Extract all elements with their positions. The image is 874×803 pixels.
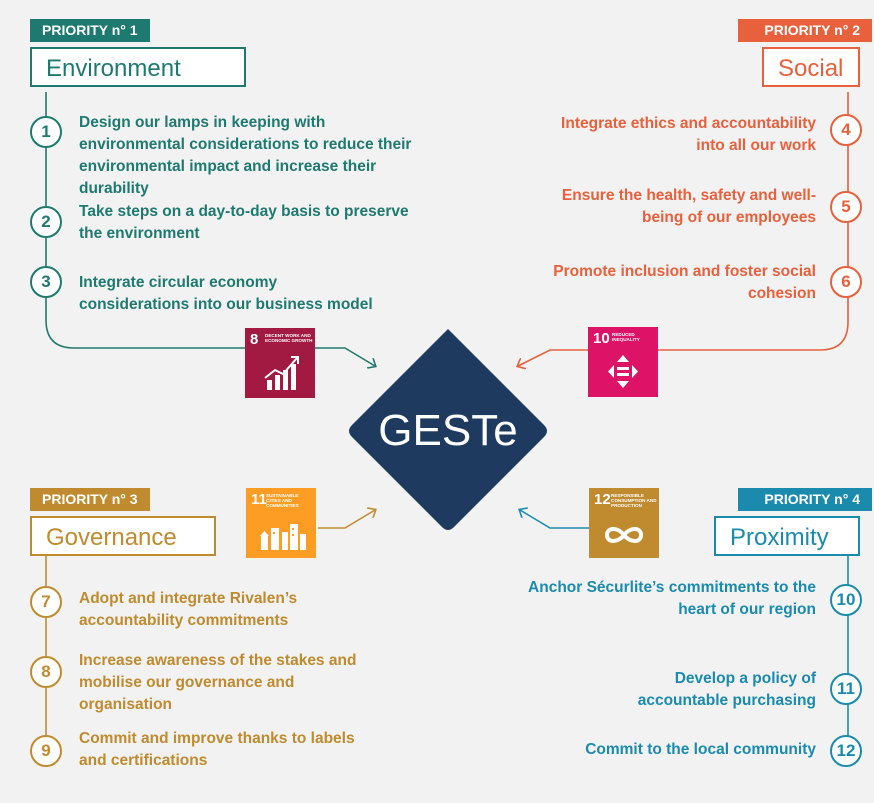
item-10-number: 10 bbox=[830, 584, 862, 616]
sdg-11-tile: 11 Sustainable cities and communities bbox=[246, 488, 316, 558]
geste-label: GESTe bbox=[378, 406, 518, 455]
item-9-text: Commit and improve thanks to labels and … bbox=[79, 730, 355, 769]
sdg-8-number: 8 bbox=[250, 331, 259, 348]
priority-3-title: Governance bbox=[30, 516, 216, 556]
sdg-10-tile: 10 Reduced inequality bbox=[588, 327, 658, 397]
priority-1-tag: PRIORITY n° 1 bbox=[30, 19, 150, 42]
connector-social bbox=[518, 92, 849, 366]
equality-arrows-icon bbox=[608, 355, 638, 388]
city-icon bbox=[260, 524, 306, 550]
priority-2-title: Social bbox=[762, 47, 860, 87]
item-6-text: Promote inclusion and foster social cohe… bbox=[553, 263, 816, 302]
infinity-icon bbox=[604, 527, 644, 543]
priority-3-tag: PRIORITY n° 3 bbox=[30, 488, 150, 511]
sdg-12-tile: 12 Responsible consumption and productio… bbox=[589, 488, 659, 558]
item-9-number: 9 bbox=[30, 735, 62, 767]
item-12-text: Commit to the local community bbox=[585, 741, 816, 758]
sdg-10-label: Reduced inequality bbox=[612, 332, 640, 343]
arrow-governance bbox=[318, 510, 375, 529]
priority-2-tag: PRIORITY n° 2 bbox=[738, 19, 872, 42]
priority-4-title: Proximity bbox=[714, 516, 860, 556]
item-3-number: 3 bbox=[30, 266, 62, 298]
item-4-text: Integrate ethics and accountability into… bbox=[561, 115, 816, 154]
item-5-number: 5 bbox=[830, 191, 862, 223]
item-2-number: 2 bbox=[30, 206, 62, 238]
item-2-text: Take steps on a day-to-day basis to pres… bbox=[79, 203, 409, 242]
item-11-text: Develop a policy of accountable purchasi… bbox=[637, 670, 816, 709]
sdg-12-number: 12 bbox=[594, 491, 611, 508]
item-1-text: Design our lamps in keeping with environ… bbox=[79, 114, 412, 197]
item-11-number: 11 bbox=[830, 673, 862, 705]
sdg-8-label: Decent work and economic growth bbox=[265, 333, 313, 344]
item-8-number: 8 bbox=[30, 656, 62, 688]
sdg-12-label: Responsible consumption and production bbox=[611, 493, 657, 509]
geste-diamond bbox=[349, 329, 547, 530]
item-7-number: 7 bbox=[30, 586, 62, 618]
item-10-text: Anchor Sécurlite’s commitments to the he… bbox=[528, 579, 816, 618]
sdg-10-number: 10 bbox=[593, 330, 610, 347]
item-3-text: Integrate circular economy consideration… bbox=[79, 274, 373, 313]
item-4-number: 4 bbox=[830, 114, 862, 146]
arrow-proximity bbox=[520, 510, 590, 529]
item-6-number: 6 bbox=[830, 266, 862, 298]
item-12-number: 12 bbox=[830, 735, 862, 767]
item-1-number: 1 bbox=[30, 116, 62, 148]
priority-4-tag: PRIORITY n° 4 bbox=[738, 488, 872, 511]
sdg-11-label: Sustainable cities and communities bbox=[266, 493, 299, 509]
sdg-8-tile: 8 Decent work and economic growth bbox=[245, 328, 315, 398]
item-8-text: Increase awareness of the stakes and mob… bbox=[79, 652, 357, 713]
item-7-text: Adopt and integrate Rivalen’s accountabi… bbox=[79, 590, 298, 629]
sdg-11-number: 11 bbox=[251, 491, 267, 508]
chart-growth-icon bbox=[264, 356, 299, 390]
item-5-text: Ensure the health, safety and well-being… bbox=[561, 187, 816, 226]
connector-environment bbox=[45, 92, 375, 366]
priority-1-title: Environment bbox=[30, 47, 246, 87]
